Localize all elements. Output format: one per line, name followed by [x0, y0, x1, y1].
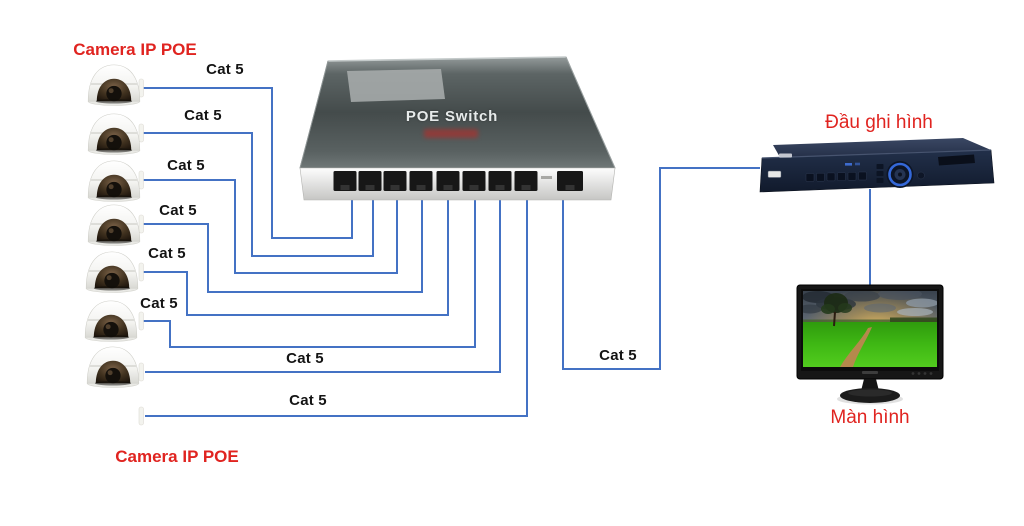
dvr-led-indicator-2 [855, 162, 860, 166]
cat5-label-2: Cat 5 [184, 107, 222, 124]
dvr-jog-dial-ring [888, 162, 912, 187]
switch-port-divider-mark [541, 176, 552, 179]
dvr-side-buttons [876, 164, 884, 183]
camera6-mount-tick [138, 311, 144, 331]
cat5-label-1: Cat 5 [206, 61, 244, 78]
dvr-led-indicator-1 [845, 163, 852, 166]
monitor-stand-base-highlight [848, 389, 892, 397]
dvr [759, 138, 995, 193]
switch-label-sticker [347, 69, 445, 102]
monitor-control-buttons [911, 372, 933, 375]
camera-7 [86, 346, 140, 388]
camera7-mount-tick [138, 362, 144, 382]
monitor [796, 284, 944, 405]
camera-5 [85, 251, 139, 293]
switch-port-2 [358, 171, 382, 191]
screen-path [840, 327, 872, 367]
dvr-front-top-edge [761, 149, 992, 159]
camera-mount-ticks [138, 78, 144, 426]
cable-camera6-switch [142, 194, 476, 348]
monitor-label: Màn hình [830, 407, 910, 428]
cat5-label-6: Cat 5 [140, 295, 178, 312]
cat5-label-uplink: Cat 5 [599, 347, 637, 364]
camera-1 [87, 64, 141, 106]
dvr-label: Đầu ghi hình [825, 112, 933, 133]
switch-port-3 [383, 171, 407, 191]
monitor-brand-logo [862, 371, 878, 374]
dvr-jog-dial-dot [898, 172, 902, 177]
dvr-brand-logo [779, 153, 792, 158]
camera8-mount-tick [138, 406, 144, 426]
switch-red-watermark [424, 129, 478, 138]
cat5-label-7: Cat 5 [286, 350, 324, 367]
camera-2 [87, 113, 141, 155]
camera-group-label-top: Camera IP POE [73, 40, 197, 59]
camera-3 [87, 160, 141, 202]
cable-camera3-switch [143, 179, 398, 274]
camera4-mount-tick [138, 214, 144, 234]
cable-switch-dvr [562, 167, 760, 370]
camera5-mount-tick [138, 262, 144, 282]
cable-camera7-switch [145, 194, 501, 373]
switch-port-7 [488, 171, 512, 191]
dvr-top-face [773, 138, 991, 159]
cable-group [142, 87, 871, 417]
cable-camera8-switch [145, 194, 528, 417]
switch-port-4 [409, 171, 433, 191]
switch-left-edge [299, 60, 329, 169]
cable-camera4-switch [143, 194, 423, 293]
cat5-label-3: Cat 5 [167, 157, 205, 174]
poe-switch-label: POE Switch [405, 108, 499, 125]
cable-camera5-switch [142, 194, 449, 316]
screen-treeline [803, 319, 937, 324]
switch-port-tabs [340, 185, 575, 190]
switch-port-8 [514, 171, 538, 191]
camera-group-label-bottom: Camera IP POE [115, 447, 239, 466]
switch-port-1 [333, 171, 357, 191]
camera1-mount-tick [138, 78, 144, 98]
camera3-mount-tick [138, 170, 144, 190]
switch-top-edge-highlight [327, 56, 567, 62]
dvr-usb-port [767, 170, 782, 178]
switch-port-6 [462, 171, 486, 191]
camera-4 [87, 204, 141, 246]
cat5-label-8: Cat 5 [289, 392, 327, 409]
monitor-screen [803, 291, 937, 367]
camera2-mount-tick [138, 123, 144, 143]
poe-switch [299, 56, 616, 201]
cat5-label-4: Cat 5 [159, 202, 197, 219]
camera-column [84, 64, 141, 388]
dvr-button-row [805, 171, 867, 182]
dvr-vent-slot [938, 154, 975, 166]
cable-camera1-switch [143, 87, 353, 239]
camera-6 [84, 300, 138, 342]
screen-tree [821, 293, 852, 327]
switch-port-5 [436, 171, 460, 191]
switch-port-row [333, 171, 583, 191]
switch-uplink-port [557, 171, 583, 191]
cat5-label-5: Cat 5 [148, 245, 186, 262]
dvr-round-button [917, 171, 925, 180]
screen-treeline-right [890, 317, 937, 323]
cable-camera2-switch [143, 132, 374, 257]
monitor-stand-neck [861, 379, 879, 391]
switch-right-edge [565, 56, 616, 169]
